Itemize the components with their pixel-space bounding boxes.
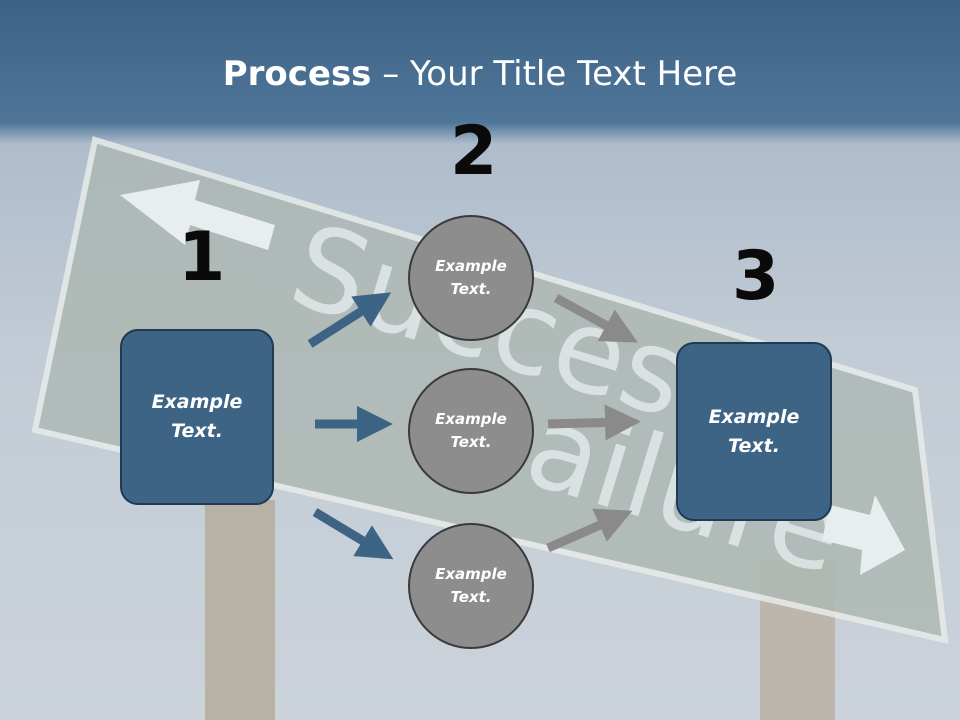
step-number-2: 2 xyxy=(450,112,498,191)
step-1-box[interactable]: Example Text. xyxy=(120,329,274,505)
step-1-text: Example Text. xyxy=(151,391,243,442)
arrow-gray-middle xyxy=(547,404,641,441)
title-rest: – Your Title Text Here xyxy=(371,54,738,94)
arrow-blue-down xyxy=(312,508,394,560)
circle-middle-text: Example Text. xyxy=(435,410,507,451)
step-3-box[interactable]: Example Text. xyxy=(676,342,832,521)
step-2-circle-middle[interactable]: Example Text. xyxy=(408,368,534,494)
step-2-circle-bottom[interactable]: Example Text. xyxy=(408,523,534,649)
circle-bottom-text: Example Text. xyxy=(435,565,507,606)
arrow-blue-up xyxy=(307,292,392,348)
step-2-circle-top[interactable]: Example Text. xyxy=(408,215,534,341)
step-3-text: Example Text. xyxy=(708,405,800,457)
arrow-gray-up xyxy=(546,508,633,553)
page-title: Process – Your Title Text Here xyxy=(0,54,960,94)
title-bold: Process xyxy=(222,54,372,94)
circle-top-text: Example Text. xyxy=(435,257,507,298)
arrow-gray-down xyxy=(553,294,638,343)
step-number-1: 1 xyxy=(178,218,226,297)
step-number-3: 3 xyxy=(732,237,780,316)
